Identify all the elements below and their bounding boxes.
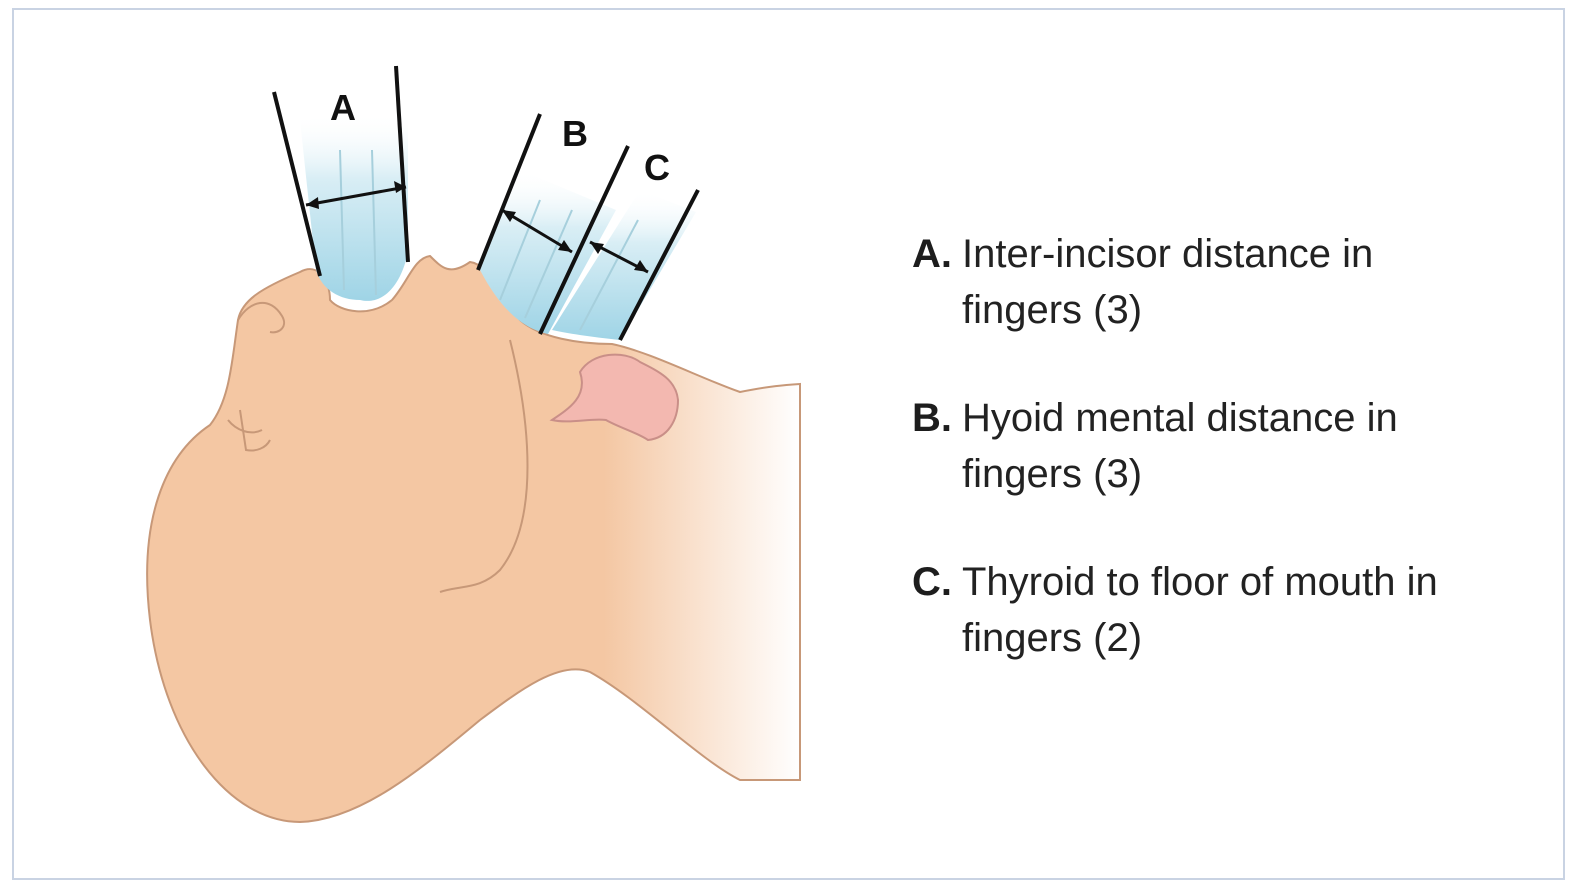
legend-item-b: B. Hyoid mental distance in fingers (3)	[912, 390, 1532, 502]
legend-item-a: A. Inter-incisor distance in fingers (3)	[912, 226, 1532, 338]
legend: A. Inter-incisor distance in fingers (3)…	[912, 226, 1532, 718]
legend-letter: B.	[912, 390, 962, 446]
label-c: C	[644, 147, 670, 188]
legend-text: Inter-incisor distance in fingers (3)	[962, 226, 1482, 338]
legend-item-c: C. Thyroid to floor of mouth in fingers …	[912, 554, 1532, 666]
legend-text: Hyoid mental distance in fingers (3)	[962, 390, 1482, 502]
label-a: A	[330, 87, 356, 128]
head-silhouette	[147, 256, 800, 822]
legend-letter: C.	[912, 554, 962, 610]
label-b: B	[562, 113, 588, 154]
legend-letter: A.	[912, 226, 962, 282]
legend-text: Thyroid to floor of mouth in fingers (2)	[962, 554, 1482, 666]
